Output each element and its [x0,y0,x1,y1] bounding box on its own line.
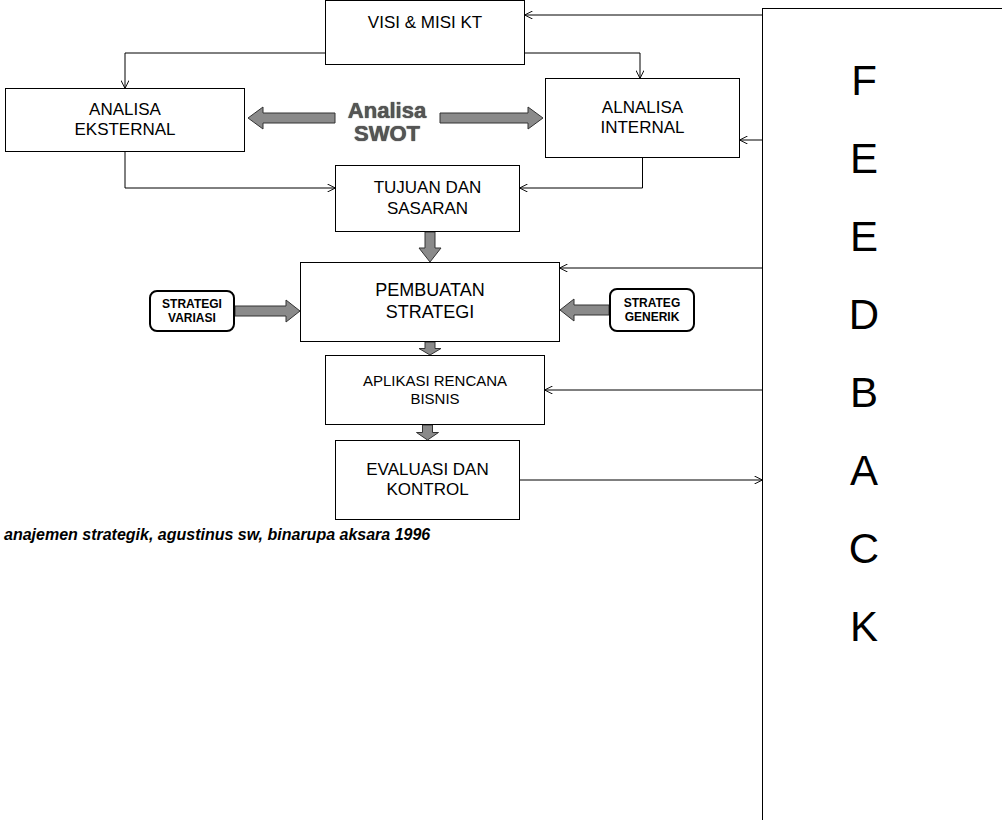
flow-arrow [545,390,762,391]
swot-label: Analisa SWOT [337,99,437,145]
node-label: TUJUAN DAN SASARAN [363,178,493,219]
node-label: STRATEGI VARIASI [157,297,227,326]
node-label: STRATEG GENERIK [617,296,687,325]
process-box: APLIKASI RENCANA BISNIS [325,355,545,425]
flow-arrow [125,53,325,88]
flow-arrow [525,53,640,78]
flow-arrow [520,480,762,481]
process-box: ANALISA EKSTERNAL [5,88,245,152]
swot-arrow-right [440,107,543,129]
flow-arrow [560,268,762,269]
block-arrow [417,425,439,440]
process-box: TUJUAN DAN SASARAN [335,165,520,232]
input-box: STRATEG GENERIK [609,288,695,332]
block-arrow [560,299,609,321]
node-label: ANALISA EKSTERNAL [65,100,185,141]
flow-arrow [520,158,643,188]
caption: anajemen strategik, agustinus sw, binaru… [4,526,430,544]
swot-arrow-left [248,107,335,129]
node-label: ALNALISA INTERNAL [583,98,703,139]
vision-box: VISI & MISI KT [325,0,525,65]
input-box: STRATEGI VARIASI [149,290,235,332]
process-box: EVALUASI DAN KONTROL [335,440,520,520]
flow-arrow [740,140,762,141]
block-arrow [419,342,441,355]
block-arrow [235,300,300,322]
node-label: EVALUASI DAN KONTROL [358,460,498,501]
node-label: PEMBUATAN STRATEGI [365,280,495,323]
node-label: VISI & MISI KT [368,13,482,33]
process-box: PEMBUATAN STRATEGI [300,262,560,342]
flow-arrow [525,15,762,16]
flow-arrow [125,152,335,188]
process-box: ALNALISA INTERNAL [545,78,740,158]
feedback-panel: FEEDBACK [762,8,1002,820]
block-arrow [419,232,441,262]
node-label: APLIKASI RENCANA BISNIS [345,372,525,408]
vertical-label: FEEDBACK [843,42,885,666]
